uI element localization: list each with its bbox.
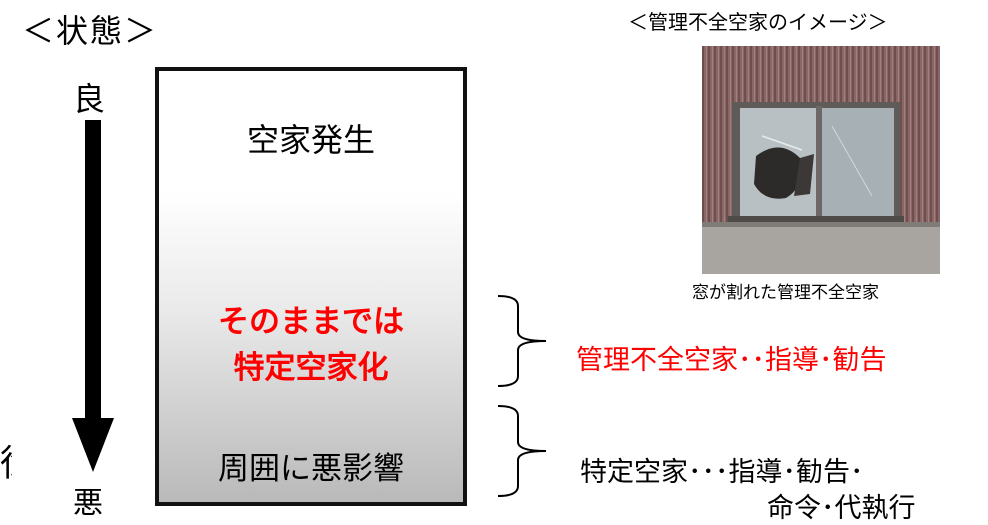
measure-specific-line1: 特定空家･･･指導･勧告･ — [580, 457, 864, 488]
stage-adverse-impact: 周囲に悪影響 — [218, 451, 404, 487]
state-heading: ＜状態＞ — [22, 12, 159, 50]
stage-vacancy-occurs: 空家発生 — [246, 121, 375, 159]
axis-label-good: 良 — [73, 80, 106, 118]
cropped-edge-text: 徐 — [0, 434, 12, 486]
measure-mismanaged: 管理不全空家･･指導･勧告 — [576, 345, 887, 376]
state-progression-box: 空家発生 そのままでは 特定空家化 周囲に悪影響 — [155, 67, 467, 506]
stage-warning-line2: 特定空家化 — [233, 350, 389, 386]
brace-mismanaged — [497, 295, 547, 387]
measure-specific-line2: 命令･代執行 — [767, 493, 916, 524]
stage-warning: そのままでは 特定空家化 — [159, 299, 463, 391]
image-title: ＜管理不全空家のイメージ＞ — [628, 10, 888, 34]
stage-warning-line1: そのままでは — [218, 304, 404, 340]
axis-label-bad: 悪 — [73, 486, 103, 521]
brace-specific — [497, 405, 547, 497]
image-caption: 窓が割れた管理不全空家 — [692, 283, 879, 303]
broken-window-house-photo — [702, 46, 940, 274]
down-arrow-icon — [72, 120, 114, 472]
